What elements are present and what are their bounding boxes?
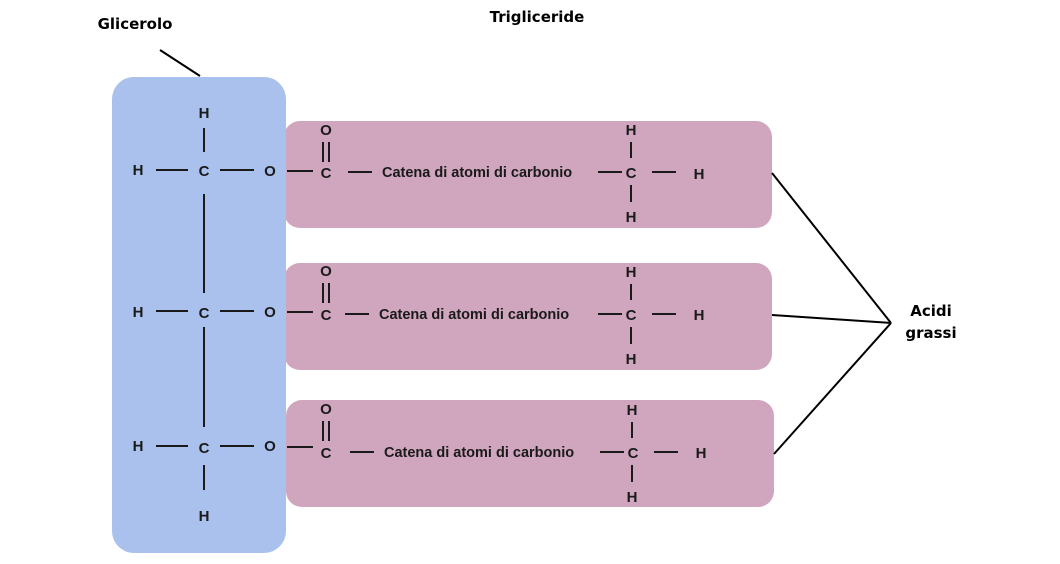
fatty-acid-pointer-line-1 (771, 172, 892, 324)
fatty-acid-pointer-line-3 (773, 322, 892, 455)
carbonyl-carbon: C (321, 165, 332, 182)
carbonyl-oxygen: O (320, 401, 332, 418)
carbon-chain-label: Catena di atomi di carbonio (379, 307, 569, 323)
hydrogen-top: H (627, 402, 638, 419)
glycerol-top-hydrogen: H (199, 105, 210, 122)
hydrogen-atom: H (133, 304, 144, 321)
oxygen-atom: O (264, 163, 276, 180)
oxygen-atom: O (264, 304, 276, 321)
glycerol-row-3: H C O (133, 438, 277, 457)
fatty-acid-chain-1: O C Catena di atomi di carbonio C H H H (287, 122, 704, 226)
carbon-chain-label: Catena di atomi di carbonio (382, 165, 572, 181)
carbonyl-oxygen: O (320, 263, 332, 280)
hydrogen-top: H (626, 122, 637, 139)
glycerol-box (112, 77, 286, 553)
glycerol-row-1: H C O (133, 162, 277, 180)
hydrogen-bottom: H (626, 351, 637, 368)
hydrogen-top: H (626, 264, 637, 281)
carbonyl-oxygen: O (320, 122, 332, 139)
fatty-acid-box-2 (284, 263, 772, 370)
carbonyl-carbon: C (321, 307, 332, 324)
fatty-acid-chain-2: O C Catena di atomi di carbonio C H H H (287, 263, 704, 368)
glycerol-row-2: H C O (133, 304, 277, 322)
hydrogen-atom: H (133, 162, 144, 179)
carbon-atom: C (199, 163, 210, 180)
oxygen-atom: O (264, 438, 276, 455)
glycerol-bottom-hydrogen: H (199, 508, 210, 525)
hydrogen-right: H (696, 445, 707, 462)
fatty-acid-box-1 (284, 121, 772, 228)
terminal-carbon: C (628, 445, 639, 462)
hydrogen-right: H (694, 166, 705, 183)
carbon-atom: C (199, 305, 210, 322)
hydrogen-bottom: H (627, 489, 638, 506)
fatty-acid-box-3 (286, 400, 774, 507)
fatty-acids-label-line1: Acidi (910, 302, 952, 320)
carbon-chain-label: Catena di atomi di carbonio (384, 445, 574, 461)
carbonyl-carbon: C (321, 445, 332, 462)
terminal-carbon: C (626, 307, 637, 324)
hydrogen-bottom: H (626, 209, 637, 226)
glycerol-pointer-line (159, 49, 201, 77)
glycerol-label: Glicerolo (98, 15, 173, 33)
terminal-carbon: C (626, 165, 637, 182)
hydrogen-atom: H (133, 438, 144, 455)
hydrogen-right: H (694, 307, 705, 324)
diagram-title: Trigliceride (490, 8, 585, 26)
fatty-acid-pointer-line-2 (771, 314, 892, 324)
fatty-acid-chain-3: O C Catena di atomi di carbonio C H H H (287, 401, 706, 506)
fatty-acids-label-line2: grassi (905, 324, 956, 342)
carbon-atom: C (199, 440, 210, 457)
